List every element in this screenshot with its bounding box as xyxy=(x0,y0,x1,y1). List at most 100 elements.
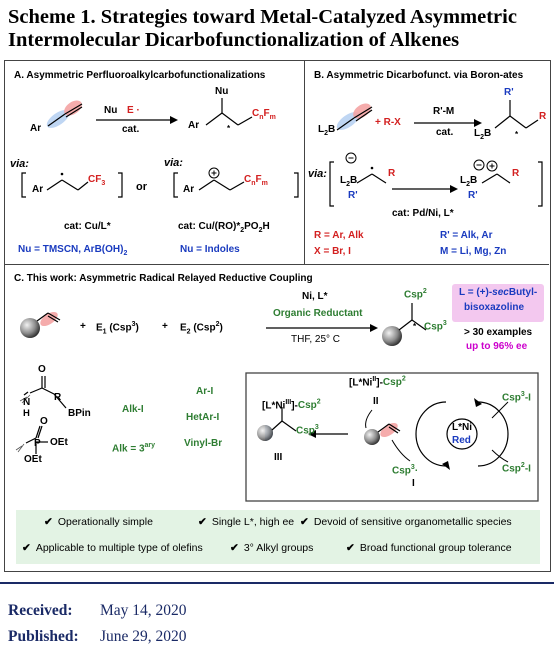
received-date: May 14, 2020 xyxy=(100,602,187,619)
intermediate-iii: [L*NiIII]-Csp2 xyxy=(262,399,321,412)
intermediate-iii-csp3: Csp3 xyxy=(296,424,319,437)
cat-pd-ni: cat: Pd/Ni, L* xyxy=(392,208,454,219)
cat-cu-ro: cat: Cu/(RO)*2PO2H xyxy=(178,221,270,234)
received-label: Received: xyxy=(8,602,73,619)
stereo-star: * xyxy=(227,124,231,133)
divider-a-b xyxy=(304,60,305,264)
product-rprime: R' xyxy=(504,87,514,98)
stereo-star-b: * xyxy=(515,130,519,139)
csp2-iodide: Csp2-I xyxy=(502,462,531,475)
panel-a-heading: A. Asymmetric Perfluoroalkylcarbofunctio… xyxy=(14,70,266,81)
phosphonate-p: P xyxy=(34,438,41,449)
feature-2: ✔ Single L*, high ee xyxy=(198,516,294,528)
int1-cf3: CF3 xyxy=(88,174,106,187)
phosphonate-o: O xyxy=(40,416,48,427)
catalyst-lni: L*Ni xyxy=(452,422,472,433)
check-icon: ✔ xyxy=(346,542,355,554)
check-icon: ✔ xyxy=(198,516,207,528)
panel-a-cat: cat. xyxy=(122,124,140,135)
amide-o: O xyxy=(38,364,46,375)
cat-cu-l: cat: Cu/L* xyxy=(64,221,111,232)
reagent-rm: R'-M xyxy=(433,106,455,117)
reagent-e2: E2 (Csp2) xyxy=(180,321,223,336)
int-b2-l2b: L2B xyxy=(460,175,478,188)
int-b2-r: R xyxy=(512,168,520,179)
feature-3: ✔Devoid of sensitive organometallic spec… xyxy=(300,516,512,528)
alk-def-text: Alk = 3 xyxy=(112,443,145,455)
published-date: June 29, 2020 xyxy=(100,628,187,645)
l2b-l3: L xyxy=(340,175,347,186)
ar-i: Ar-I xyxy=(196,386,214,397)
cnfm-c: C xyxy=(252,108,260,119)
x-definition: X = Br, I xyxy=(314,246,351,257)
stereo-star-c: * xyxy=(413,322,417,331)
divider-ab-c xyxy=(4,264,549,265)
phosphonate-oet-2: OEt xyxy=(24,454,42,465)
feature-2-text: Single L*, high ee xyxy=(211,516,295,528)
plus-2: + xyxy=(162,321,168,332)
published-label: Published: xyxy=(8,628,79,645)
nu-definition-2: Nu = Indoles xyxy=(180,244,240,255)
label-iii: III xyxy=(274,452,283,463)
boronate-l2b: L2B xyxy=(318,124,336,137)
check-icon: ✔ xyxy=(300,516,309,528)
product-ar: Ar xyxy=(188,120,200,131)
bpin-label: BPin xyxy=(68,408,91,419)
label-i: I xyxy=(412,478,415,489)
feature-6-text: Broad functional group tolerance xyxy=(359,542,512,554)
csp3-text: Csp xyxy=(424,321,443,333)
feature-1-text: Operationally simple xyxy=(57,516,153,528)
panel-b-heading: B. Asymmetric Dicarbofunct. via Boron-at… xyxy=(314,70,524,81)
amide-n: N xyxy=(23,397,31,408)
feature-5: ✔3° Alkyl groups xyxy=(230,542,313,554)
reagent-rx: + R-X xyxy=(375,117,401,128)
received-line: Received: May 14, 2020 xyxy=(8,602,187,620)
or-label: or xyxy=(136,181,147,193)
check-icon: ✔ xyxy=(44,516,53,528)
int-b1-rprime: R' xyxy=(348,190,358,201)
product-csp3: Csp3 xyxy=(424,320,447,333)
ligand-box xyxy=(452,284,544,322)
published-line: Published: June 29, 2020 xyxy=(8,628,187,646)
csp3-radical: Csp3· xyxy=(392,464,419,477)
m-definition: M = Li, Mg, Zn xyxy=(440,246,507,257)
features-box xyxy=(16,510,540,564)
int-b2-rprime: R' xyxy=(468,190,478,201)
product-cnfm: CnFm xyxy=(252,108,276,121)
phosphonate-oet-1: OEt xyxy=(50,437,68,448)
int2-cnfm: CnFm xyxy=(244,174,268,187)
via-label-1: via: xyxy=(10,158,29,170)
csp2-i-text: Csp xyxy=(502,463,521,475)
iii-csp3: Csp xyxy=(296,425,315,437)
via-label-2: via: xyxy=(164,157,183,169)
e1-text: E xyxy=(96,322,103,334)
intermediate-ii: [L*NiII]-Csp2 xyxy=(349,376,406,389)
organic-reductant: Organic Reductant xyxy=(273,308,363,319)
csp3-rad-text: Csp xyxy=(392,465,411,477)
title-line-2: Intermolecular Dicarbofunctionalization … xyxy=(8,29,460,51)
examples-count: > 30 examples xyxy=(464,327,533,338)
intII-text: [L*Ni xyxy=(349,377,373,389)
product-r: R xyxy=(539,111,547,122)
scheme-title: Scheme 1. Strategies toward Metal-Cataly… xyxy=(8,6,548,52)
alk-definition: Alk = 3ary xyxy=(112,442,156,455)
amide-r: R xyxy=(54,392,62,403)
vinyl-br: Vinyl-Br xyxy=(184,438,223,449)
cat-cu-ro-text: cat: Cu/(RO)* xyxy=(178,221,241,232)
rprime-definition: R' = Alk, Ar xyxy=(440,230,493,241)
csp3-iodide: Csp3-I xyxy=(502,391,531,404)
int-b1-r: R xyxy=(388,168,396,179)
alk-i: Alk-I xyxy=(122,404,144,415)
r-definition: R = Ar, Alk xyxy=(314,230,364,241)
feature-4: ✔Applicable to multiple type of olefins xyxy=(22,542,203,554)
int-b1-l2b: L2B xyxy=(340,175,358,188)
l2b-l2: L xyxy=(474,128,481,139)
feature-1: ✔ Operationally simple xyxy=(44,516,153,528)
feature-6: ✔ Broad functional group tolerance xyxy=(346,542,512,554)
product-l2b: L2B xyxy=(474,128,492,141)
l2b-l: L xyxy=(318,124,325,135)
nu-definition-1: Nu = TMSCN, ArB(OH)2 xyxy=(18,244,128,257)
reagent-nu: Nu xyxy=(104,105,118,116)
csp3-i-text: Csp xyxy=(502,392,521,404)
